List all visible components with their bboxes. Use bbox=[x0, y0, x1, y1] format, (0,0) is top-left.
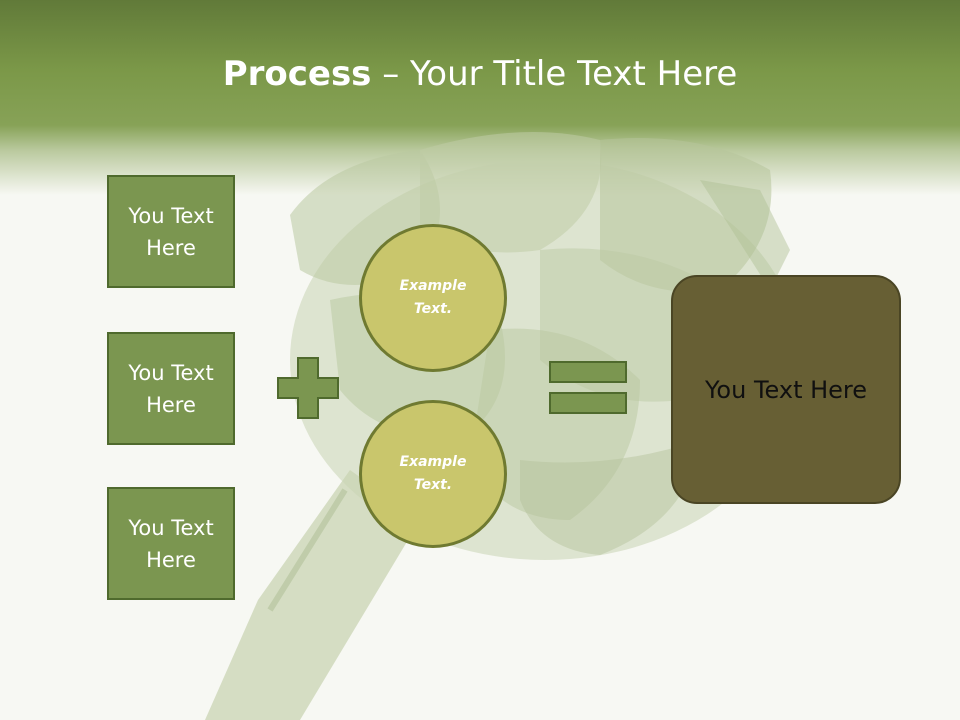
title-rest: – Your Title Text Here bbox=[371, 54, 738, 94]
plus-icon bbox=[277, 357, 339, 419]
title-bold: Process bbox=[222, 54, 372, 94]
example-circle-1[interactable]: Example Text. bbox=[359, 224, 507, 372]
example-circle-2[interactable]: Example Text. bbox=[359, 400, 507, 548]
equals-icon bbox=[549, 361, 627, 414]
slide-title: Process – Your Title Text Here bbox=[0, 52, 960, 96]
result-box[interactable]: You Text Here bbox=[671, 275, 901, 504]
text-box-2[interactable]: You Text Here bbox=[107, 332, 235, 445]
text-box-1[interactable]: You Text Here bbox=[107, 175, 235, 288]
text-box-3[interactable]: You Text Here bbox=[107, 487, 235, 600]
